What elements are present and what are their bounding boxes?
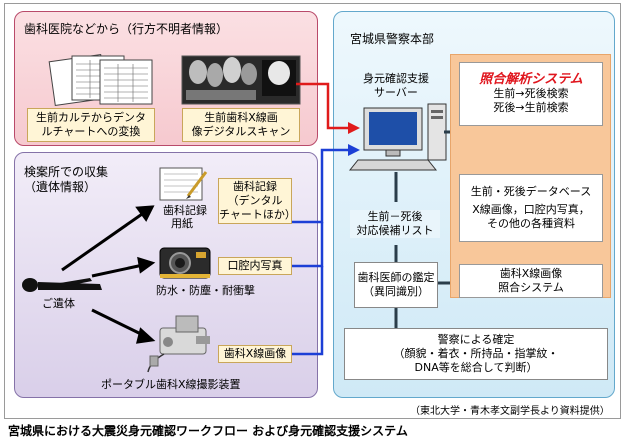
figure-frame: [4, 3, 621, 419]
remains-label: ご遺体: [42, 297, 75, 310]
antemortem-data-arrow: [296, 82, 360, 134]
dentist-review-box: 歯科医師の鑑定 （異同識別）: [354, 262, 438, 308]
remains-figure-icon: [22, 278, 102, 292]
collection-arrows: [61, 205, 156, 344]
waterproof-camera-icon: [159, 247, 211, 279]
postmortem-data-arrows: [292, 144, 360, 356]
dental-record-form-caption: 歯科記録 用紙: [163, 204, 207, 230]
candidate-list-label: 生前－死後 対応候補リスト: [350, 210, 440, 238]
camera-caption: 防水・防塵・耐衝撃: [156, 284, 255, 297]
portable-xray-device-icon: [147, 315, 210, 373]
xray-matching-box: 歯科X線画像 照合システム: [459, 264, 603, 298]
dental-clinic-title: 歯科医院などから（行方不明者情報）: [24, 22, 229, 36]
autopsy-site-title: 検案所での収集 （遺体情報）: [24, 165, 109, 194]
chart-conversion-box: 生前カルテからデンタ ルチャートへの変換: [27, 108, 155, 142]
database-box: 生前・死後データベース X線画像，口腔内写真， その他の各種資料: [459, 174, 603, 242]
server-label: 身元確認支援 サーバー: [363, 72, 429, 99]
dental-xray-box: 歯科X線画像: [218, 345, 292, 363]
server-computer-icon: [348, 103, 447, 171]
matching-system-box: 照合解析システム 生前→死後検索 死後→生前検索: [459, 62, 603, 126]
portable-xray-caption: ポータブル歯科X線撮影装置: [101, 378, 241, 391]
dental-record-box: 歯科記録 （デンタル チャートほか）: [218, 178, 296, 224]
intraoral-photo-box: 口腔内写真: [218, 257, 292, 275]
matching-system-title: 照合解析システム: [479, 72, 583, 87]
workflow-connectors: [394, 130, 452, 328]
figure-caption: 宮城県における大震災身元確認ワークフロー および身元確認支援システム: [8, 424, 408, 438]
dental-xray-image-icon: [181, 55, 301, 105]
police-confirm-box: 警察による確定 （顔貌・着衣・所持品・指掌紋・ DNA等を総合して判断）: [344, 328, 608, 380]
police-hq-title: 宮城県警察本部: [350, 32, 435, 46]
dental-chart-papers-icon: [48, 54, 153, 106]
credit-note: （東北大学・青木孝文副学長より資料提供）: [410, 406, 610, 417]
dental-record-form-icon: [159, 167, 208, 201]
xray-scan-box: 生前歯科X線画 像デジタルスキャン: [182, 108, 300, 142]
